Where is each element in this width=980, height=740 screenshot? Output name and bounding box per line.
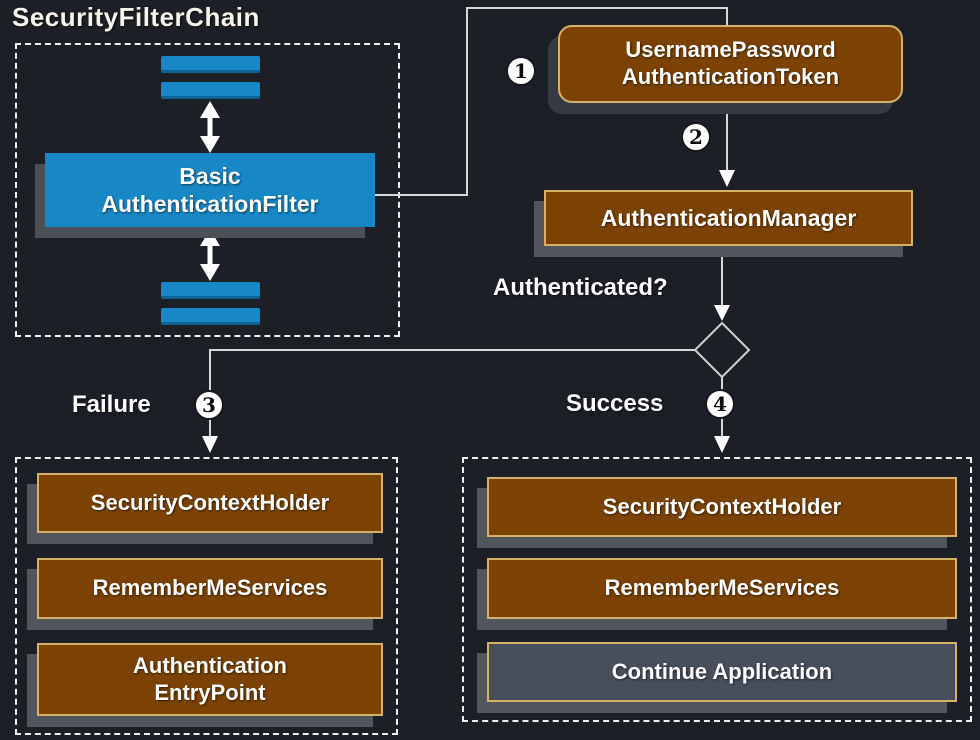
success-branch-container <box>462 457 972 722</box>
filter-bar <box>161 282 260 299</box>
continue-application-node: Continue Application <box>487 642 957 702</box>
page-title: SecurityFilterChain <box>12 2 260 32</box>
filter-bar <box>161 56 260 73</box>
failure-branch-container <box>15 457 398 735</box>
success-remember-me-services-node: RememberMeServices <box>487 558 957 619</box>
username-password-authentication-token-node: UsernamePassword AuthenticationToken <box>558 25 903 103</box>
step-2-badge: 2 <box>681 122 711 152</box>
failure-remember-me-services-node: RememberMeServices <box>37 558 383 619</box>
step-1-badge: 1 <box>506 56 536 86</box>
failure-security-context-holder-node: SecurityContextHolder <box>37 473 383 533</box>
filter-bar <box>161 308 260 325</box>
failure-label: Failure <box>72 391 151 418</box>
basic-authentication-filter-node: Basic AuthenticationFilter <box>45 153 375 227</box>
arrow-head-icon <box>202 436 218 453</box>
filter-bar <box>161 82 260 99</box>
authentication-manager-node: AuthenticationManager <box>544 190 913 246</box>
failure-authentication-entry-point-node: Authentication EntryPoint <box>37 643 383 716</box>
success-label: Success <box>566 390 664 417</box>
success-security-context-holder-node: SecurityContextHolder <box>487 477 957 537</box>
step-4-badge: 4 <box>705 389 735 419</box>
arrow-head-icon <box>719 170 735 187</box>
arrow-head-icon <box>714 436 730 453</box>
step-3-badge: 3 <box>194 390 224 420</box>
arrow-head-icon <box>714 305 730 321</box>
authenticated-question-label: Authenticated? <box>493 274 668 301</box>
decision-diamond-icon <box>693 321 751 379</box>
